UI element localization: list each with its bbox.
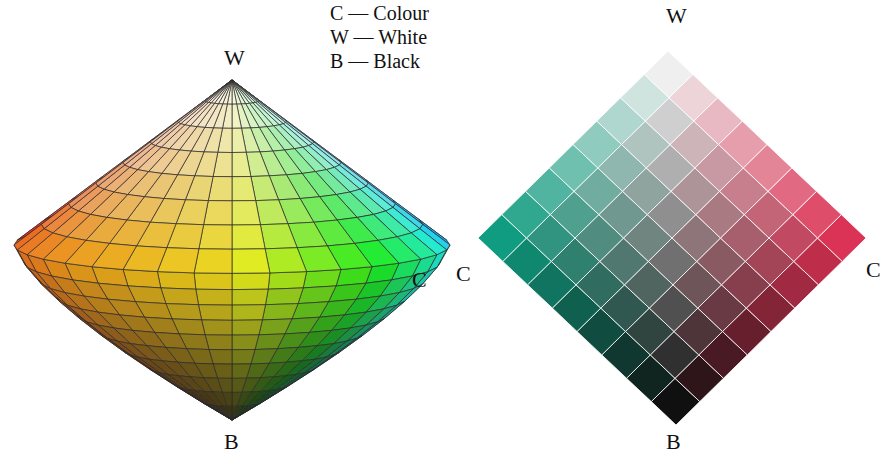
cone-facet — [298, 286, 336, 304]
cone-facet — [262, 304, 298, 320]
cone-facet — [24, 263, 42, 285]
cone-facet — [232, 364, 251, 378]
axis-letter: W — [666, 4, 687, 28]
cone-facet — [181, 102, 209, 125]
cone-facet — [232, 249, 270, 273]
cone-facet — [123, 142, 152, 165]
cone-facet — [232, 406, 237, 420]
cone-facet — [232, 273, 270, 290]
axis-letter: B — [666, 430, 681, 454]
cone-facet — [87, 322, 118, 341]
cone-facet — [205, 80, 232, 102]
cone-facet — [157, 272, 195, 290]
cone-facet — [199, 305, 233, 321]
cone-facet — [202, 320, 232, 335]
cone-facet — [232, 378, 247, 392]
cone-facet — [69, 183, 98, 207]
cone-facet — [260, 224, 297, 249]
cone-facet — [232, 404, 259, 420]
cone-facet — [232, 392, 242, 406]
axis-letter: B — [224, 430, 239, 454]
cone-facet — [232, 128, 246, 152]
cone-facet — [232, 406, 247, 420]
cone-facet — [232, 80, 241, 104]
cone-facet — [232, 177, 256, 201]
double-cone — [14, 80, 450, 420]
cone-facet — [232, 225, 265, 250]
cone-facet — [175, 385, 203, 403]
cone-facet — [123, 350, 150, 369]
cone-facet — [100, 333, 126, 353]
cone-facet — [265, 248, 307, 273]
cone-facet — [232, 320, 262, 335]
cone-facet — [232, 405, 251, 420]
cone-facet — [149, 368, 177, 387]
cone-facet — [266, 288, 304, 305]
cone-facet — [77, 315, 101, 336]
cone-facet — [232, 80, 253, 103]
cone-facet — [232, 80, 246, 104]
cone-facet — [205, 80, 232, 101]
cone-facet — [232, 289, 268, 305]
cone-facet — [232, 406, 242, 420]
cone-facet — [232, 404, 257, 420]
cone-facet — [196, 289, 232, 305]
cone-facet — [232, 152, 251, 176]
cone-facet — [232, 80, 250, 104]
colour-triangle-section — [478, 51, 866, 425]
cone-facet — [256, 200, 288, 225]
cone-facet — [123, 270, 161, 288]
cone-facet — [96, 163, 125, 187]
cone-facet — [57, 298, 80, 319]
cone-facet — [194, 273, 232, 290]
key-note: C — Colour — [330, 2, 429, 24]
cone-facet — [68, 305, 99, 325]
axis-letter: W — [224, 46, 245, 70]
key-note: B — Black — [330, 50, 420, 72]
cone-facet — [39, 280, 60, 302]
colour-cell — [644, 51, 693, 98]
cone-facet — [232, 80, 237, 104]
cone-facet — [204, 403, 233, 420]
cone-facet — [232, 405, 254, 420]
cone-facet — [178, 101, 206, 123]
axis-letter: C — [412, 268, 427, 292]
cone-facet — [98, 165, 130, 189]
cone-facet — [255, 334, 285, 350]
cone-facet — [160, 373, 189, 390]
cone-facet — [194, 249, 232, 273]
cone-facet — [259, 319, 292, 335]
cone-facet — [14, 224, 44, 250]
cone-facet — [178, 101, 206, 124]
cone-facet — [232, 335, 259, 350]
key-note: W — White — [330, 26, 427, 48]
cone-facet — [205, 335, 232, 350]
cone-facet — [161, 288, 199, 305]
cone-facet — [199, 225, 232, 250]
cone-facet — [232, 305, 266, 321]
cone-facet — [152, 123, 181, 146]
cone-facet — [150, 121, 178, 143]
axis-letter: C — [866, 258, 881, 282]
axis-letter: C — [456, 262, 471, 286]
cone-facet — [303, 270, 341, 288]
cone-facet — [138, 357, 168, 374]
cone-facet — [232, 201, 260, 225]
cone-facet — [268, 272, 306, 290]
cone-facet — [41, 204, 71, 229]
cone-facet — [232, 350, 255, 365]
cone-facet — [232, 104, 242, 128]
cone-facet — [108, 338, 138, 357]
cone-facet — [203, 403, 232, 421]
cone-facet — [125, 144, 156, 168]
